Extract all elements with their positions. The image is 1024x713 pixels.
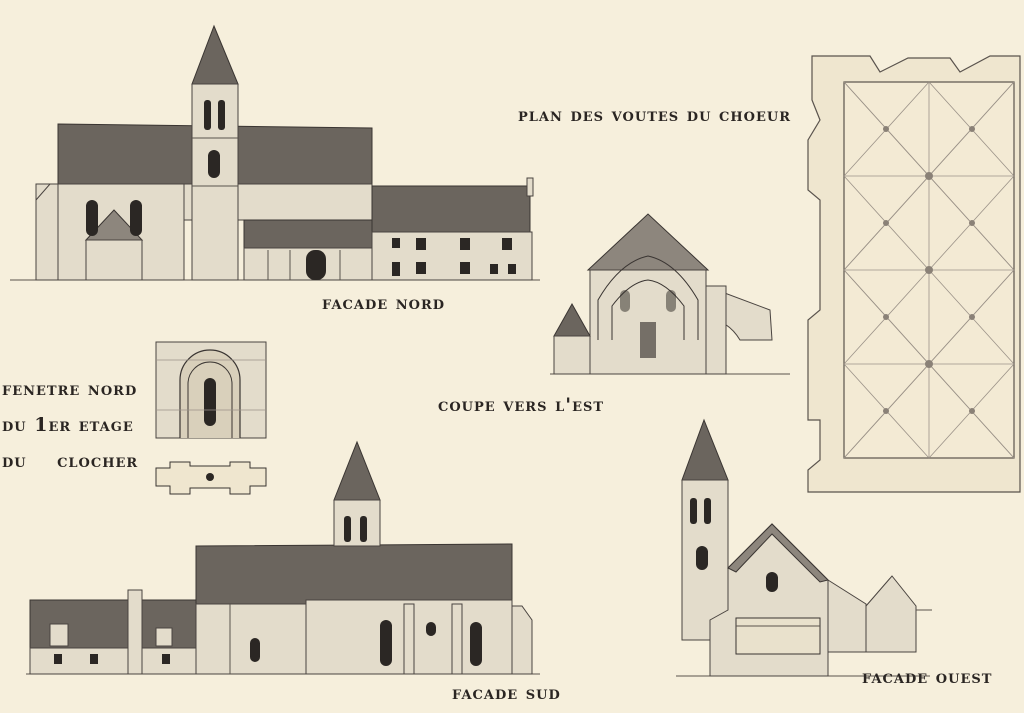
label-plan-voutes: plan des voutes du choeur <box>518 104 792 126</box>
label-fenetre-line1: fenetre nord <box>2 378 138 400</box>
label-fenetre-line2: du 1er etage <box>2 414 134 436</box>
label-facade-ouest: facade ouest <box>862 666 993 688</box>
facade-nord-drawing <box>10 24 540 281</box>
label-facade-nord: facade nord <box>322 292 446 314</box>
facade-ouest-drawing <box>676 418 932 677</box>
plan-voutes-drawing <box>807 55 1021 493</box>
label-coupe: coupe vers l'est <box>438 394 605 416</box>
fenetre-nord-drawing <box>155 341 267 495</box>
facade-sud-drawing <box>26 440 540 675</box>
coupe-drawing <box>550 213 790 375</box>
label-facade-sud: facade sud <box>452 682 561 704</box>
label-fenetre-line3: du clocher <box>2 450 139 472</box>
